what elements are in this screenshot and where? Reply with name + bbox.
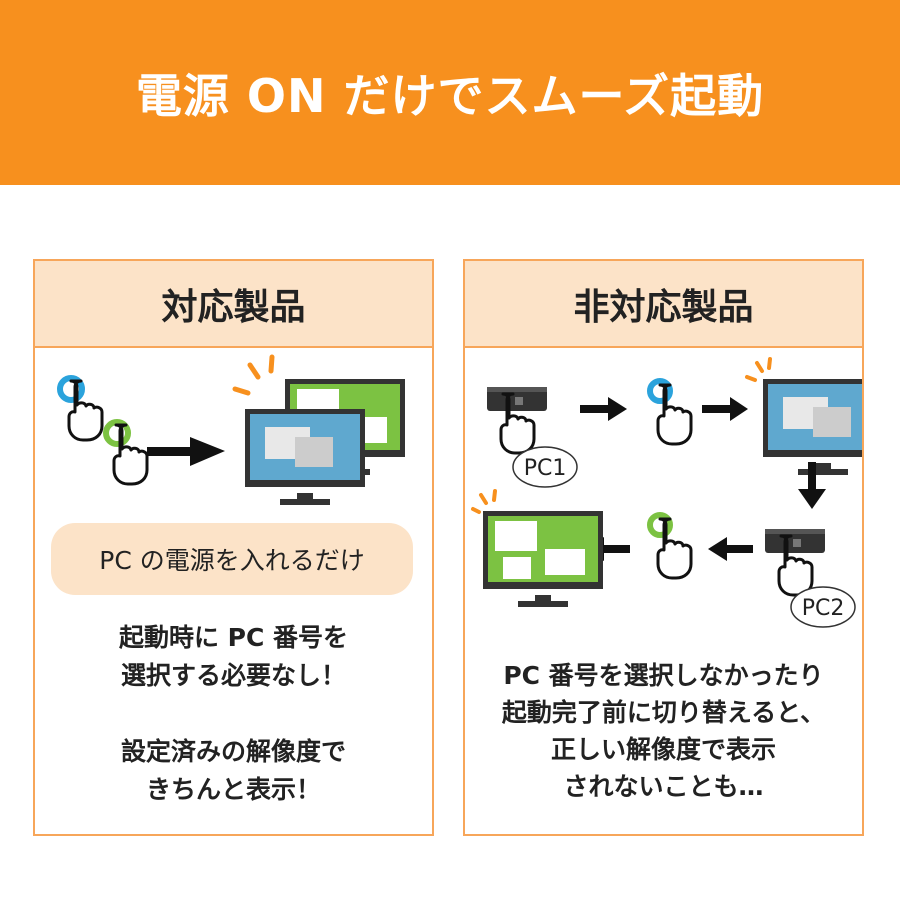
bubble-label-pc2: PC2 bbox=[802, 596, 845, 621]
blue-power-button-icon bbox=[57, 375, 85, 403]
text-line: されないことも… bbox=[563, 772, 764, 801]
supported-description: 起動時に PC 番号を 選択する必要なし！ 設定済みの解像度で きちんと表示！ bbox=[35, 619, 432, 809]
supported-pill: PC の電源を入れるだけ bbox=[51, 523, 413, 595]
text-line: きちんと表示！ bbox=[145, 775, 321, 804]
supported-illustration bbox=[57, 354, 405, 505]
text-line: 選択する必要なし！ bbox=[120, 661, 346, 690]
supported-panel: 対応製品 PC の電源を入れるだけ 起動時に PC 番号を 選択する必要なし！ … bbox=[33, 259, 434, 836]
spark-icon bbox=[471, 357, 772, 514]
text-line: 正しい解像度で表示 bbox=[550, 735, 776, 764]
bubble-label-pc1: PC1 bbox=[524, 456, 567, 481]
switch-box-icon bbox=[487, 387, 547, 411]
speech-bubble-pc1 bbox=[512, 446, 578, 488]
speech-bubble-pc2 bbox=[790, 586, 856, 628]
arrow-left-icon bbox=[708, 537, 753, 561]
unsupported-illustration: PC1 PC2 bbox=[471, 357, 862, 628]
arrow-right-icon bbox=[580, 397, 627, 421]
text-line: PC 番号を選択しなかったり bbox=[503, 661, 824, 690]
monitor-blue-icon bbox=[763, 379, 862, 475]
supported-title: 対応製品 bbox=[35, 261, 432, 348]
arrow-right-icon bbox=[147, 437, 225, 466]
header-banner: 電源 ON だけでスムーズ起動 bbox=[0, 0, 900, 185]
hand-pointer-icon bbox=[656, 383, 693, 446]
arrow-right-icon bbox=[702, 397, 748, 421]
arrow-down-icon bbox=[798, 462, 826, 509]
text-line: 起動完了前に切り替えると、 bbox=[501, 698, 826, 727]
unsupported-panel: 非対応製品 PC1 PC2 PC 番号を選択しなかったり 起動完了前に切り替える… bbox=[463, 259, 864, 836]
text-line bbox=[35, 695, 432, 733]
monitor-green-icon bbox=[483, 511, 603, 607]
text-line: 設定済みの解像度で bbox=[120, 737, 346, 766]
green-power-button-icon bbox=[103, 419, 131, 447]
unsupported-description: PC 番号を選択しなかったり 起動完了前に切り替えると、 正しい解像度で表示 さ… bbox=[465, 657, 862, 805]
page-title: 電源 ON だけでスムーズ起動 bbox=[135, 68, 765, 123]
monitor-blue-icon bbox=[245, 409, 365, 505]
green-power-button-icon bbox=[647, 512, 673, 538]
text-line: 起動時に PC 番号を bbox=[118, 623, 349, 652]
hand-pointer-icon bbox=[656, 517, 693, 580]
unsupported-title: 非対応製品 bbox=[465, 261, 862, 348]
blue-power-button-icon bbox=[647, 378, 673, 404]
switch-box-icon bbox=[765, 529, 825, 553]
hand-pointer-icon bbox=[67, 379, 104, 442]
spark-icon bbox=[232, 354, 275, 396]
